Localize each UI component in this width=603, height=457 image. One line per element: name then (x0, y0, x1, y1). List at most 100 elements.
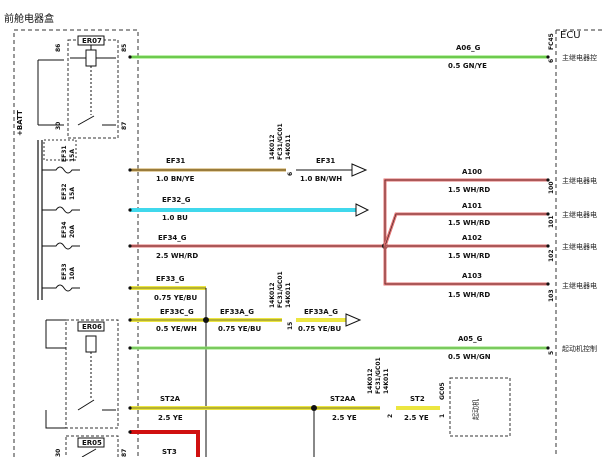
wire-ef33-g-spec: 0.75 YE/BU (154, 294, 197, 302)
relay-er06-box (65, 319, 119, 429)
wire-st2-connector: GC05 (439, 382, 446, 400)
batt-label: +BATT (16, 110, 24, 136)
box-terminals (128, 55, 132, 434)
wire-ef33a-g-spec: 0.75 YE/BU (218, 325, 261, 333)
wire-a103-spec: 1.5 WH/RD (448, 291, 490, 299)
wire-ef31-arrow (351, 163, 368, 177)
wire-st2-pin: 1 (439, 414, 446, 418)
wire-st2aa-pin: 2 (387, 414, 394, 418)
splice-code-2: FC31/GC01 (277, 123, 284, 160)
wire-a05-g-spec: 0.5 WH/GN (448, 353, 491, 361)
wire-a102-target: 主继电器电 (562, 242, 597, 251)
wire-a100-spec: 1.5 WH/RD (448, 186, 490, 194)
wire-a102-label: A102 (462, 234, 482, 242)
fuse-ef33-rating: 10A (69, 267, 76, 280)
wire-ef34-g-label: EF34_G (158, 234, 187, 242)
wire-ef32-arrow (355, 203, 370, 217)
relay-er07-coil (85, 49, 97, 67)
wire-a100-pin: 100 (548, 181, 555, 194)
wire-ef31-label: EF31 (166, 157, 185, 165)
wire-a102: A102 1.5 WH/RD 102 主继电器电 (448, 234, 597, 262)
wire-a06-g-pin: 6 (548, 59, 555, 63)
fuse-ef31-rating: 15A (69, 149, 76, 162)
fuse-box-outline (13, 29, 139, 457)
wire-a103-label: A103 (462, 272, 482, 280)
wire-ef32-g: EF32_G 1.0 BU (130, 196, 370, 222)
wire-st2a-spec: 2.5 YE (158, 414, 183, 422)
wire-ef33a-g-pin: 15 (287, 322, 294, 330)
wire-a06-g-target: 主继电器控 (562, 53, 597, 62)
wire-st3-label: ST3 (162, 448, 177, 456)
wire-st2-spec: 2.5 YE (404, 414, 429, 422)
relay-er06-tag (77, 321, 105, 332)
wire-ef33a-g-out-spec: 0.75 YE/BU (298, 325, 341, 333)
wire-ef33-g-label: EF33_G (156, 275, 185, 283)
wire-a100-label: A100 (462, 168, 482, 176)
wire-ef32-g-spec: 1.0 BU (162, 214, 188, 222)
wire-a06-g-spec: 0.5 GN/YE (448, 62, 487, 70)
wire-a102-spec: 1.5 WH/RD (448, 252, 490, 260)
relay-er05-pin-87: 87 (121, 449, 128, 457)
splice-point-ef33 (203, 317, 209, 323)
relay-er07-pin-86: 86 (55, 44, 62, 52)
splice-code-3b: 14K011 (285, 282, 292, 308)
relay-er07-pin-85: 85 (121, 44, 128, 52)
relay-er06-coil (85, 335, 97, 353)
wire-ef31-spec: 1.0 BN/YE (156, 175, 195, 183)
relay-er07-switch (77, 115, 116, 126)
relay-er07-pin-30: 30 (55, 122, 62, 130)
ecu-terminals (546, 55, 550, 350)
wire-a100-target: 主继电器电 (562, 176, 597, 185)
wire-ef33c-g-spec: 0.5 YE/WH (156, 325, 197, 333)
relay-er05-pin-30: 30 (55, 449, 62, 457)
wire-a101-target: 主继电器电 (562, 210, 597, 219)
wire-a101-pin: 101 (548, 215, 555, 228)
relay-er05-name: ER05 (82, 439, 102, 447)
splice-code-1: 14K012 (269, 134, 276, 160)
wire-st2aa-label: ST2AA (330, 395, 356, 403)
relay-er07-name: ER07 (82, 37, 102, 45)
relay-er06-name: ER06 (82, 323, 102, 331)
wire-ef33a-g-label: EF33A_G (220, 308, 254, 316)
wire-ef31-out-label: EF31 (316, 157, 335, 165)
wire-st2a: ST2A 2.5 YE ST2AA 2.5 YE 14K012 FC31/GC0… (130, 357, 446, 457)
starter-label: 起动机 (471, 399, 480, 420)
relay-er05-box (65, 435, 119, 457)
wire-a103: A103 1.5 WH/RD 103 主继电器电 (448, 272, 597, 302)
wire-a101: A101 1.5 WH/RD 101 主继电器电 (448, 202, 597, 228)
fuse-ef34: EF34 20A (48, 221, 80, 250)
splice-code-3: 14K011 (285, 134, 292, 160)
wire-st2-label: ST2 (410, 395, 425, 403)
fuse-ef32: EF32 15A (48, 183, 80, 214)
wire-a05-g-label: A05_G (458, 335, 483, 343)
ecu-label: ECU (560, 30, 581, 41)
splice-code-1c: 14K012 (367, 368, 374, 394)
wire-ef33c-g: EF33C_G 0.5 YE/WH EF33A_G 0.75 YE/BU 14K… (130, 271, 362, 333)
wire-a06-g-connector: FC45 (548, 33, 555, 50)
relay-er05-tag (77, 437, 105, 448)
wire-ef33a-arrow (345, 313, 362, 327)
box-title: 前舱电器盒 (4, 12, 54, 25)
wire-ef31: EF31 1.0 BN/YE 6 14K012 FC31/GC01 14K011… (130, 123, 368, 183)
wire-ef33-g: EF33_G 0.75 YE/BU (130, 275, 207, 457)
wire-ef34-g: EF34_G 2.5 WH/RD (130, 178, 548, 286)
wire-a05-g-target: 起动机控制 (562, 344, 597, 353)
wire-a103-pin: 103 (548, 289, 555, 302)
splice-code-2c: FC31/GC01 (375, 357, 382, 394)
wire-ef32-g-label: EF32_G (162, 196, 191, 204)
fuse-ef34-rating: 20A (69, 225, 76, 238)
fuse-ef32-rating: 15A (69, 187, 76, 200)
relay-er06-switch (77, 399, 116, 411)
wire-ef31-pin: 6 (287, 172, 294, 176)
fuse-ef33-name: EF33 (61, 263, 68, 280)
wire-ef34-g-spec: 2.5 WH/RD (156, 252, 198, 260)
wire-st3: ST3 (130, 430, 200, 457)
wire-a100: A100 1.5 WH/RD 100 主继电器电 (448, 168, 597, 194)
relay-er07-pin-87: 87 (121, 122, 128, 130)
wire-a103-target: 主继电器电 (562, 281, 597, 290)
wire-a101-label: A101 (462, 202, 482, 210)
splice-code-2b: FC31/GC01 (277, 271, 284, 308)
relay-er07-box (67, 39, 119, 139)
splice-code-1b: 14K012 (269, 282, 276, 308)
